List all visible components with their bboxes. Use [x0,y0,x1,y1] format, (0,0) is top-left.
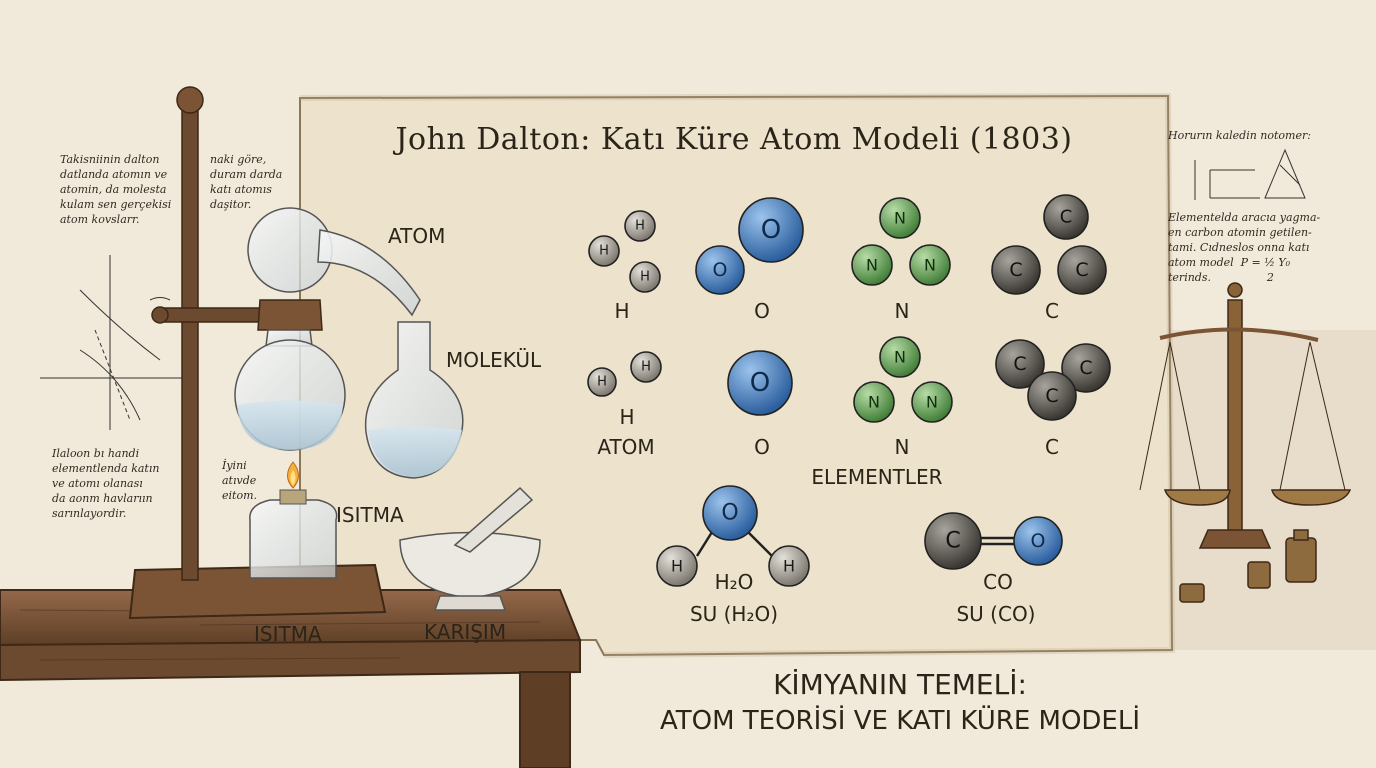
atom-letter-o: O [749,368,771,398]
water-formula: H₂O [714,570,754,594]
bond-line [747,531,773,557]
atom-letter-c: C [1045,385,1059,407]
atom-sphere-n [911,381,953,423]
atom-sphere-h [768,545,810,587]
atom-sphere-c [995,339,1045,389]
atom-sphere-n [879,197,921,239]
label-karisim: KARIŞIM [424,620,507,644]
atom-letter-h: H [641,359,651,375]
label-isitma-burner: ISITMA [336,503,404,527]
page-title: John Dalton: Katı Küre Atom Modeli (1803… [395,122,1073,157]
note-right-top: Horurın kaledin notomer: [1168,129,1311,142]
atom-sphere-c [1057,245,1107,295]
atom-sphere-o [727,350,793,416]
note-right-mid: Elementelda aracıa yagma- en carbon atom… [1168,211,1321,284]
atom-sphere-h [630,351,662,383]
atom-letter-o: O [760,215,782,245]
atom-sphere-o [738,197,804,263]
atom-sphere-h [587,367,617,397]
grid-label-c: C [1045,299,1059,323]
atom-sphere-n [851,244,893,286]
atom-sphere-o [695,245,745,295]
atom-sphere-h [629,261,661,293]
co-formula: CO [983,570,1013,594]
atom-letter-h: H [670,556,684,576]
atom-letter-n: N [924,255,936,275]
atom-letter-c: C [1009,259,1023,281]
atom-sphere-n [853,381,895,423]
label-molekul: MOLEKÜL [446,348,542,372]
grid-label-c-row2: C [1045,435,1059,459]
atom-letter-o: O [721,500,739,526]
atom-letter-c: C [1013,353,1027,375]
atom-letter-h: H [640,269,650,285]
grid-label-atom: ATOM [597,435,655,459]
label-atom: ATOM [388,224,446,248]
grid-label-elementler: ELEMENTLER [811,465,943,489]
atom-letter-h: H [782,556,796,576]
footer-line-2: ATOM TEORİSİ VE KATI KÜRE MODELİ [659,706,1141,736]
atom-sphere-n [909,244,951,286]
atom-letter-c: C [1059,206,1073,228]
atom-letter-c: C [1079,357,1093,379]
atom-letter-o: O [1030,530,1046,552]
note-left-top-a: Takisniinin dalton datlanda atomın ve at… [60,153,172,226]
note-left-top-b: naki göre, duram darda katı atomıs daşit… [210,153,283,211]
atom-sphere-c [1027,371,1077,421]
atom-sphere-n [879,336,921,378]
grid-label-n: N [894,299,910,323]
atom-letter-h: H [597,374,607,390]
atom-letter-h: H [599,243,609,259]
atom-sphere-h [624,210,656,242]
atom-sphere-h [588,235,620,267]
atom-sphere-o [702,485,758,541]
atom-letter-n: N [866,255,878,275]
grid-label-n-row2: N [894,435,910,459]
note-center-small: İyini atıvde eitom. [222,459,257,502]
atom-letter-n: N [894,208,906,228]
atom-sphere-o [1013,516,1063,566]
atom-letter-n: N [926,392,938,412]
atom-sphere-h [656,545,698,587]
atom-letter-h: H [635,218,645,234]
grid-label-o-row2: O [754,435,770,459]
atom-sphere-c [991,245,1041,295]
co-name: SU (CO) [956,602,1036,626]
bond-line [695,531,714,557]
atom-letter-c: C [1075,259,1089,281]
atom-letter-o: O [712,259,728,281]
label-isitma-table: ISITMA [254,622,322,646]
atom-sphere-c [924,512,982,570]
footer-line-1: KİMYANIN TEMELİ: [773,668,1027,701]
atom-sphere-c [1061,343,1111,393]
grid-label-h: H [614,299,630,323]
atom-letter-c: C [945,528,961,554]
grid-label-o: O [754,299,770,323]
water-name: SU (H₂O) [689,602,779,626]
atom-sphere-c [1043,194,1089,240]
note-left-bottom: Ilaloon bı handi elementlenda katın ve a… [52,447,160,520]
atom-letter-n: N [894,347,906,367]
atom-letter-n: N [868,392,880,412]
grid-label-h-row2: H [619,405,635,429]
